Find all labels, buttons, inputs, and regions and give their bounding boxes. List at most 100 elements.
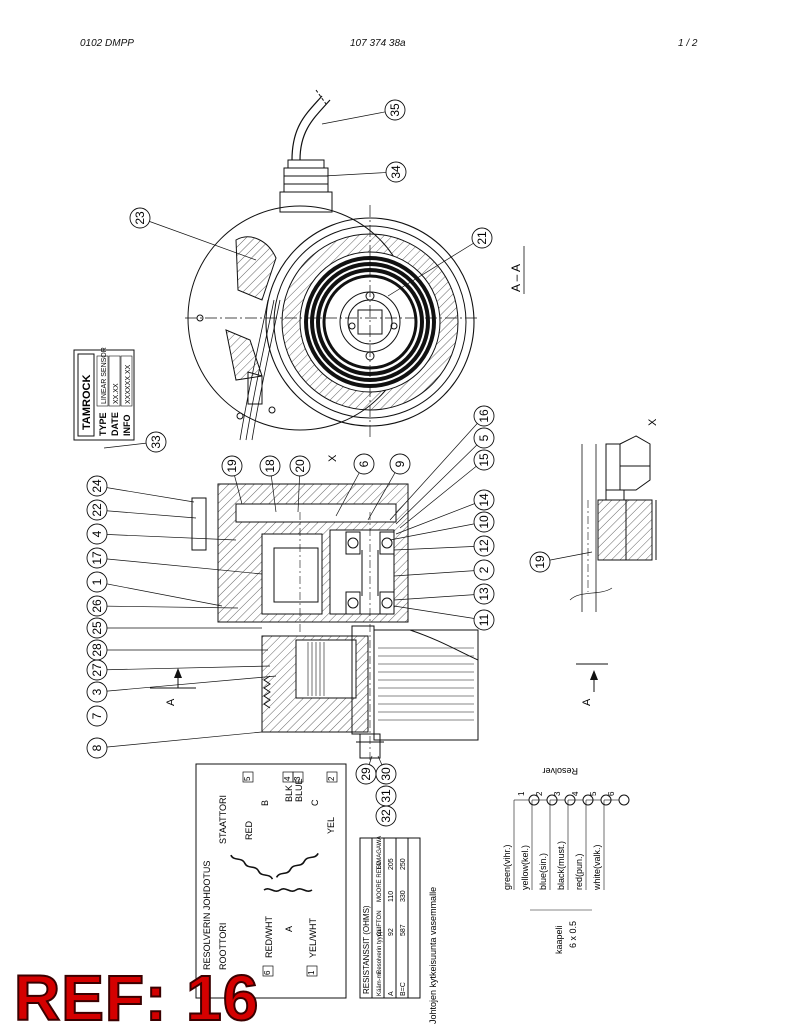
wire-label: A — [284, 926, 294, 932]
balloon-number: 22 — [90, 503, 104, 517]
page-number: 1 / 2 — [678, 38, 698, 49]
table-cell: 110 — [388, 891, 395, 902]
resolver-label: Resolver — [542, 766, 578, 776]
balloon-number: 20 — [293, 459, 307, 473]
table-header-cell: Resolverin tyyppi: — [377, 926, 383, 974]
pin-number: 5 — [243, 776, 252, 781]
balloon-number: 8 — [90, 744, 104, 751]
table-header-cell: MOORE REED — [377, 860, 383, 902]
balloon-12: 12 — [393, 535, 495, 557]
resolver-wiring-diagram: RESOLVERIN JOHDOTUS ROOTTORI STAATTORI J… — [195, 763, 438, 1024]
wire-label: RED/WHT — [264, 916, 274, 958]
balloon-15: 15 — [399, 449, 495, 529]
svg-text:green(vihr.): green(vihr.) — [502, 844, 512, 890]
footnote: Johtojen kytkeisuunta vasemmalle — [428, 887, 438, 1024]
side-section-view — [191, 483, 479, 760]
balloon-number: 1 — [90, 578, 104, 585]
view-x-label-top: X — [647, 418, 659, 426]
balloon-number: 10 — [477, 515, 491, 529]
balloon-26: 26 — [86, 595, 239, 617]
reference-stamp: REF: 16 — [13, 962, 260, 1034]
balloon-32: 32 — [375, 805, 397, 827]
pin-number: 2 — [327, 776, 336, 781]
balloon-number: 17 — [90, 551, 104, 565]
svg-text:1: 1 — [517, 791, 526, 796]
balloon-number: 9 — [393, 460, 407, 467]
wire-label: YEL/WHT — [308, 917, 318, 958]
table-header-cell: Kääm-mi. — [377, 970, 383, 996]
drum-ribs — [378, 647, 474, 721]
table-cell: B=C — [400, 982, 407, 996]
balloon-number: 31 — [379, 789, 393, 803]
balloon-number: 18 — [263, 459, 277, 473]
resistance-table: RESISTANSSIT (OHMS) Kääm-mi.Resolverin t… — [359, 836, 421, 999]
balloon-number: 2 — [477, 566, 491, 573]
balloon-21: 21 — [387, 227, 493, 297]
document-number: 107 374 38a — [350, 38, 406, 49]
balloon-2: 2 — [393, 559, 495, 581]
section-arrow-left: A — [150, 668, 196, 706]
svg-text:19: 19 — [533, 555, 547, 569]
balloon-29: 29 — [355, 755, 377, 785]
balloon-number: 24 — [90, 479, 104, 493]
pin-number: 3 — [293, 776, 302, 781]
table-cell: 330 — [400, 890, 407, 902]
cable-spec: 6 x 0.5 — [568, 921, 578, 948]
balloon-24: 24 — [86, 475, 195, 503]
balloon-number: 16 — [477, 409, 491, 423]
table-cell: 205 — [388, 858, 395, 870]
balloon-number: 28 — [90, 643, 104, 657]
balloon-4: 4 — [86, 523, 237, 545]
table-cell: 250 — [400, 858, 407, 870]
svg-text:4: 4 — [571, 791, 580, 796]
balloon-27: 27 — [86, 659, 271, 681]
balloon-28: 28 — [86, 639, 268, 661]
resolver-cable-legend: Resolver kaapeli 6 x 0.5 1green(vihr.)2y… — [502, 766, 630, 954]
pin-number: 6 — [263, 970, 272, 975]
balloon-number: 21 — [475, 231, 489, 245]
balloon-16: 16 — [389, 405, 495, 521]
balloon-number: 34 — [389, 165, 403, 179]
balloon-7: 7 — [86, 705, 108, 727]
svg-text:5: 5 — [589, 791, 598, 796]
cable-label: kaapeli — [554, 925, 564, 954]
balloon-number: 4 — [90, 530, 104, 537]
balloon-number: 11 — [477, 613, 491, 626]
balloon-8: 8 — [86, 731, 263, 759]
balloon-6: 6 — [335, 453, 375, 517]
balloon-13: 13 — [393, 583, 495, 605]
svg-text:white(valk.): white(valk.) — [592, 844, 602, 891]
section-arrow-right: A — [576, 663, 608, 706]
svg-text:black(must.): black(must.) — [556, 841, 566, 890]
bearing-lower — [345, 591, 395, 615]
svg-text:red(pun.): red(pun.) — [574, 853, 584, 890]
balloon-number: 5 — [477, 434, 491, 441]
svg-text:6: 6 — [607, 791, 616, 796]
balloon-18: 18 — [259, 455, 281, 513]
cable-wire-6: 6 white(valk.) — [592, 791, 630, 891]
balloon-3: 3 — [86, 675, 277, 703]
table-cell: A — [388, 991, 395, 996]
svg-text:DATE: DATE — [110, 412, 120, 436]
wire-label: BLUE — [294, 778, 304, 802]
balloon-number: 30 — [379, 767, 393, 781]
balloon-number: 15 — [477, 453, 491, 467]
balloon-number: 23 — [133, 211, 147, 225]
balloon-number: 26 — [90, 599, 104, 613]
balloon-20-detail: 19 — [529, 551, 593, 573]
wire-label: B — [260, 800, 270, 806]
balloon-number: 35 — [388, 103, 402, 117]
balloon-number: 14 — [477, 493, 491, 507]
balloon-number: 7 — [90, 712, 104, 719]
table-title: RESISTANSSIT (OHMS) — [362, 905, 371, 994]
balloon-20: 20 — [289, 455, 311, 513]
wire-label: YEL — [326, 817, 336, 834]
balloon-9: 9 — [367, 453, 411, 521]
balloon-35: 35 — [321, 99, 406, 125]
